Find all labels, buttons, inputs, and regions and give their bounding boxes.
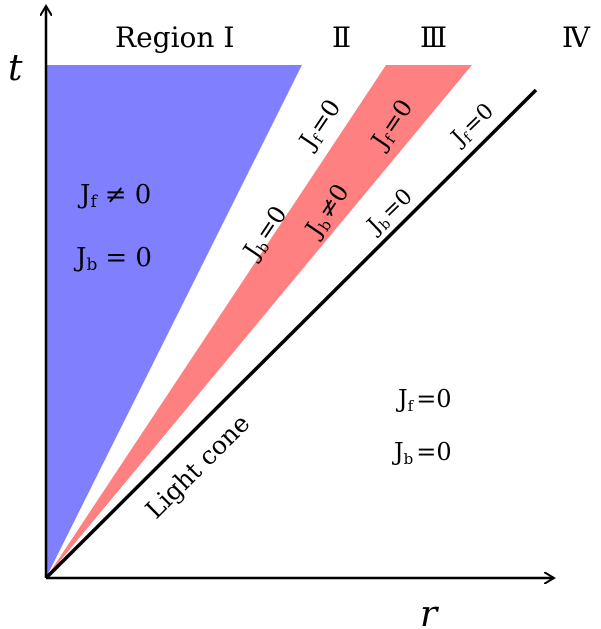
region-i-jb-label: Jb= 0	[73, 243, 152, 275]
outside-jf-label: Jf=0	[395, 385, 452, 415]
r-axis-label: r	[420, 594, 439, 629]
region-iv-header: Ⅳ	[562, 21, 591, 54]
region-iii-fill	[46, 65, 472, 578]
region-i-header: Region I	[115, 21, 234, 54]
outside-jb-label: Jb=0	[391, 438, 452, 468]
region-ii-header: Ⅱ	[332, 21, 351, 54]
region-iii-header: Ⅲ	[420, 21, 447, 54]
light-cone-line	[44, 88, 538, 580]
region-i-jf-label: Jf≠ 0	[77, 180, 151, 212]
t-axis-label: t	[8, 48, 23, 89]
region-iv-jf-label: Jf=0	[445, 99, 500, 153]
region-i-fill	[46, 65, 302, 578]
